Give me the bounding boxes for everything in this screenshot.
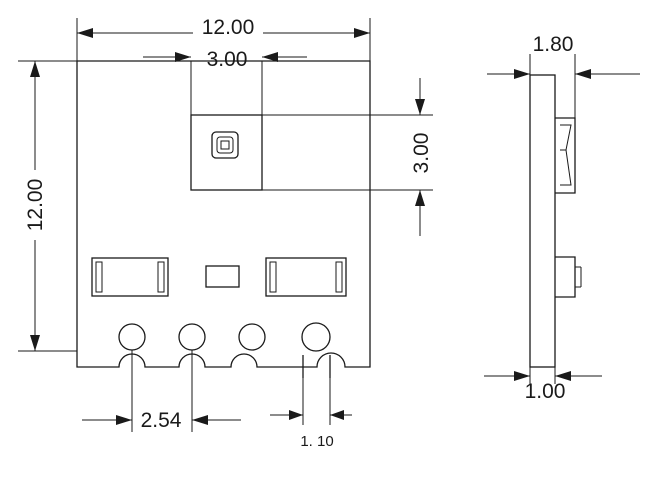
dim-side-thickness bbox=[487, 54, 640, 118]
dim-pin-pitch bbox=[82, 350, 241, 432]
dim-label-left-height: 12.00 bbox=[24, 179, 47, 232]
sensor-chip-icon bbox=[211, 131, 239, 159]
pin-hole-4 bbox=[301, 322, 331, 352]
dim-sensor-height bbox=[262, 78, 433, 236]
sensor-window bbox=[190, 114, 263, 191]
pin-leg bbox=[302, 355, 331, 378]
dim-label-pin-width: 1. 10 bbox=[300, 433, 333, 450]
front-view bbox=[76, 60, 371, 378]
dim-sensor-width bbox=[143, 52, 307, 62]
dim-left-height bbox=[18, 60, 77, 352]
pin-hole-3 bbox=[238, 323, 266, 351]
dim-label-sensor-width: 3.00 bbox=[207, 48, 248, 71]
dim-label-board-thickness: 1.00 bbox=[525, 380, 566, 403]
pin-hole-2 bbox=[178, 323, 206, 351]
side-view bbox=[529, 74, 582, 368]
side-component-profile bbox=[555, 256, 576, 298]
dim-label-sensor-height: 3.00 bbox=[410, 133, 433, 174]
board-outline bbox=[76, 60, 371, 368]
dim-top-width bbox=[76, 16, 371, 61]
side-sensor-detail bbox=[560, 124, 572, 186]
smd-component-left bbox=[91, 257, 169, 297]
smd-component-center bbox=[205, 265, 240, 288]
dim-board-thickness bbox=[484, 367, 602, 384]
dim-label-pin-pitch: 2.54 bbox=[141, 409, 182, 432]
dim-label-side-thickness: 1.80 bbox=[533, 33, 574, 56]
smd-component-right bbox=[265, 257, 347, 297]
dim-label-top-width: 12.00 bbox=[202, 16, 255, 39]
dim-pin-width bbox=[270, 378, 352, 425]
side-board bbox=[529, 74, 556, 368]
pin-hole-1 bbox=[118, 323, 146, 351]
side-sensor-profile bbox=[555, 117, 576, 194]
